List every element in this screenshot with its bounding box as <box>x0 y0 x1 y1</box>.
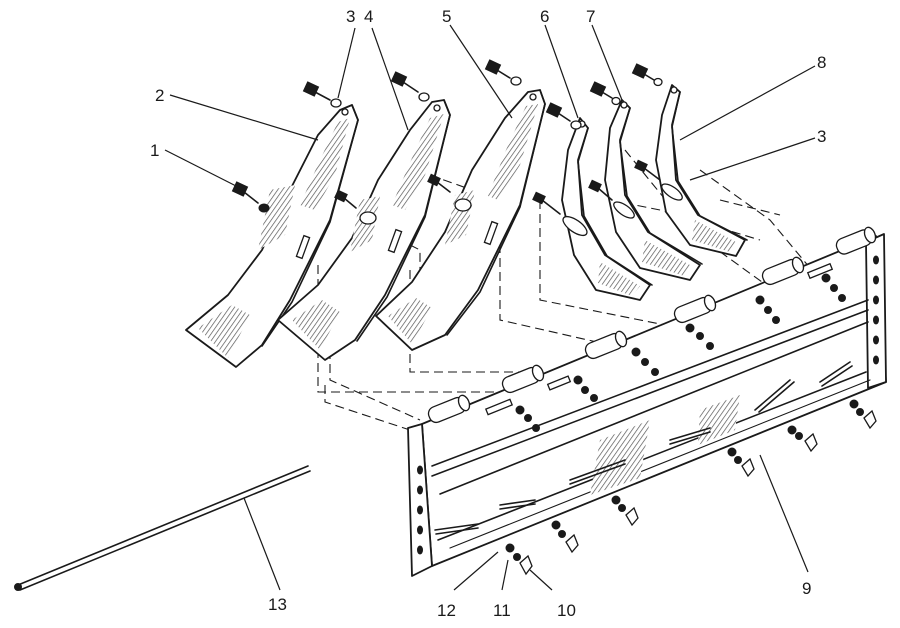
frame-assembly-9 <box>407 226 887 577</box>
curved-panel-6 <box>561 117 653 301</box>
wing-nut-icon <box>727 447 755 478</box>
wing-nut-icon <box>849 399 877 430</box>
bolt-icon <box>589 81 621 106</box>
bolt-icon <box>390 71 430 102</box>
wing-nut-icon <box>787 425 818 453</box>
callout-10: 10 <box>557 601 576 620</box>
wing-nuts <box>505 399 877 576</box>
roller-icon <box>835 226 877 255</box>
callout-labels: 1 2 3 4 5 6 7 8 3 9 10 11 12 13 <box>150 7 826 620</box>
curved-panel-5 <box>375 89 546 351</box>
roller-icon <box>761 256 805 286</box>
callout-2: 2 <box>155 86 164 105</box>
callout-1: 1 <box>150 141 159 160</box>
hinge-rollers <box>427 226 877 424</box>
bolt-icon <box>334 189 377 225</box>
leader-lines <box>164 24 816 591</box>
callout-8: 8 <box>817 53 826 72</box>
frame-slots <box>434 361 853 535</box>
mid-bolts <box>231 159 683 237</box>
callout-9: 9 <box>802 579 811 598</box>
bolt-icon <box>302 81 342 108</box>
top-studs <box>484 262 846 432</box>
bolt-icon <box>427 173 472 212</box>
roller-icon <box>584 330 628 360</box>
curved-panel-7 <box>604 99 703 281</box>
callout-3-right: 3 <box>817 127 826 146</box>
curved-panel-2 <box>185 104 359 368</box>
callout-7: 7 <box>586 7 595 26</box>
callout-4: 4 <box>364 7 373 26</box>
bolt-icon <box>588 179 635 219</box>
bolt-icon <box>532 191 588 237</box>
bolt-icon <box>484 59 522 86</box>
bolt-icon <box>545 102 582 130</box>
roller-icon <box>501 364 545 394</box>
callout-13: 13 <box>268 595 287 614</box>
callout-6: 6 <box>540 7 549 26</box>
wing-nut-icon <box>611 495 639 527</box>
top-bolts <box>302 59 663 130</box>
curved-panel-8 <box>655 84 748 257</box>
callout-3: 3 <box>346 7 355 26</box>
callout-5: 5 <box>442 7 451 26</box>
roller-icon <box>427 394 471 424</box>
callout-11: 11 <box>493 601 511 620</box>
wing-nut-icon <box>505 543 533 576</box>
side-holes <box>417 255 879 555</box>
curved-panel-4 <box>277 99 451 361</box>
bolt-icon <box>631 63 663 87</box>
bolt-icon <box>231 181 270 213</box>
roller-icon <box>673 294 717 324</box>
rod-13 <box>14 465 311 591</box>
wing-nut-icon <box>551 520 579 554</box>
bolt-icon <box>634 159 683 201</box>
callout-12: 12 <box>437 601 456 620</box>
